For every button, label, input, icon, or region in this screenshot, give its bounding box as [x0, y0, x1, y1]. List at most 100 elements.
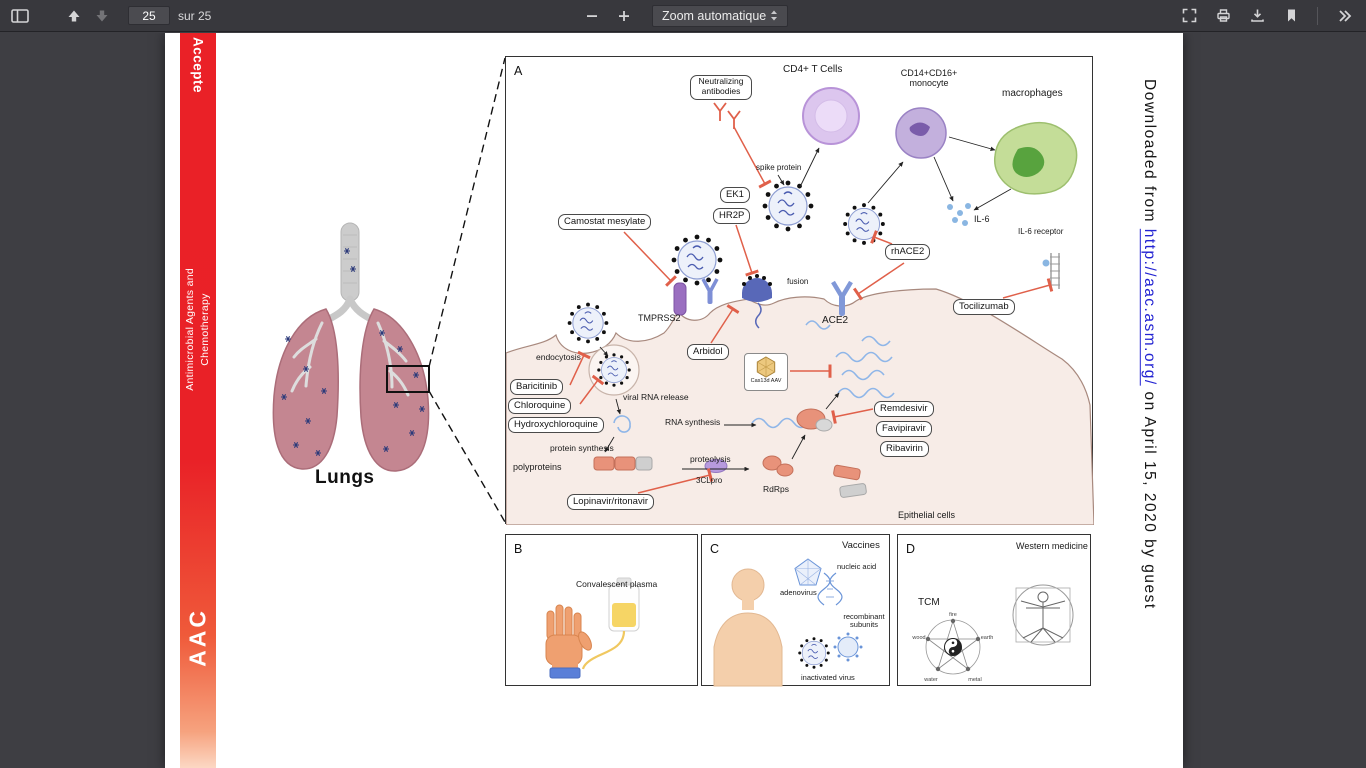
- person-torso: [713, 568, 783, 687]
- toolbar-separator: [1317, 6, 1318, 25]
- element-metal: metal: [968, 677, 981, 683]
- ace2-receptor: [831, 280, 853, 316]
- plus-icon: [619, 10, 629, 21]
- panel-b-tag: B: [514, 542, 523, 556]
- panel-a-tag: A: [514, 64, 523, 78]
- page-down-button[interactable]: [88, 3, 116, 29]
- virus-particle: [670, 233, 724, 287]
- recombinant-subunit-icon: [833, 632, 863, 662]
- zoom-select[interactable]: Zoom automatique: [652, 4, 788, 27]
- flow-arrows: [599, 136, 1012, 472]
- label-macrophages: macrophages: [1002, 88, 1063, 99]
- element-wood: wood: [911, 635, 925, 641]
- bookmark-button[interactable]: [1277, 3, 1305, 29]
- macrophage-cell: [993, 121, 1078, 195]
- label-rna-synthesis: RNA synthesis: [665, 417, 721, 427]
- drug-tocilizumab: Tocilizumab: [953, 299, 1015, 316]
- page-count-label: sur 25: [178, 8, 212, 23]
- virus-particle: [761, 179, 815, 233]
- label-endocytosis: endocytosis: [536, 352, 581, 362]
- label-3clpro: 3CLpro: [696, 476, 723, 485]
- cd4-t-cell: [802, 87, 860, 145]
- journal-name-line2: Chemotherapy: [199, 293, 211, 366]
- label-recombinant-subunits: recombinant subunits: [843, 612, 885, 630]
- panel-c-tag: C: [710, 542, 720, 556]
- arrow-down-icon: [96, 10, 108, 21]
- rdrp-subunit: [776, 463, 794, 477]
- download-button[interactable]: [1243, 3, 1271, 29]
- cas13d-aav-label: Cas13d AAV: [750, 378, 782, 384]
- label-spike-protein: spike protein: [756, 163, 802, 172]
- journal-banner: Accepte Antimicrobial Agents and Chemoth…: [180, 33, 216, 768]
- drug-hr2p: HR2P: [713, 208, 751, 225]
- zoom-out-button[interactable]: [578, 3, 606, 29]
- inhibition-lines: [569, 126, 1054, 494]
- sidebar-toggle-button[interactable]: [6, 3, 34, 29]
- drug-rhace2: rhACE2: [885, 244, 931, 261]
- zoom-select-value: Zoom automatique: [662, 8, 767, 23]
- banner-accepted-label: Accepte: [190, 37, 206, 94]
- label-vaccines: Vaccines: [842, 540, 880, 551]
- label-il6: IL-6: [974, 214, 990, 224]
- secondary-receptor: [701, 278, 719, 304]
- label-ace2: ACE2: [822, 315, 849, 326]
- label-protein-synthesis: protein synthesis: [550, 443, 614, 453]
- label-epithelial-cells: Epithelial cells: [898, 510, 956, 520]
- minus-icon: [587, 14, 597, 17]
- print-button[interactable]: [1209, 3, 1237, 29]
- double-chevron-icon: [1338, 9, 1351, 22]
- label-adenovirus: adenovirus: [780, 588, 817, 597]
- hand-drawing: [545, 604, 592, 679]
- label-il6-receptor: IL-6 receptor: [1018, 227, 1064, 236]
- fusing-virus: [742, 274, 772, 329]
- label-fusion: fusion: [787, 277, 809, 286]
- more-tools-button[interactable]: [1330, 3, 1358, 29]
- download-icon: [1250, 9, 1264, 22]
- vitruvian-man-sketch: [1012, 584, 1074, 646]
- element-earth: earth: [981, 635, 994, 641]
- presentation-mode-button[interactable]: [1175, 3, 1203, 29]
- aac-url-link[interactable]: http://aac.asm.org/: [1141, 228, 1158, 386]
- watermark-prefix: Downloaded from: [1141, 79, 1158, 229]
- lungs-drawing: [272, 222, 430, 472]
- label-cd4-t-cells: CD4+ T Cells: [783, 64, 843, 75]
- panel-d-tag: D: [906, 542, 916, 556]
- virus-particle: [567, 302, 609, 344]
- pdf-page: Accepte Antimicrobial Agents and Chemoth…: [165, 33, 1183, 768]
- il6-receptor-drawing: [1042, 253, 1060, 289]
- label-nucleic-acid: nucleic acid: [837, 562, 877, 571]
- element-water: water: [923, 677, 938, 683]
- aav-capsid-icon: [756, 356, 776, 378]
- page-up-button[interactable]: [60, 3, 88, 29]
- label-cd14-monocyte: CD14+CD16+ monocyte: [900, 68, 958, 89]
- element-fire: fire: [949, 612, 957, 618]
- tmprss2-receptor: [673, 282, 687, 316]
- label-viral-rna-release: viral RNA release: [623, 392, 689, 402]
- label-inactivated-virus: inactivated virus: [801, 673, 855, 682]
- label-tcm: TCM: [918, 597, 940, 608]
- drug-camostat-mesylate: Camostat mesylate: [558, 214, 652, 231]
- label-western-medicine: Western medicine: [1016, 541, 1088, 551]
- panel-c-drawing: [713, 558, 863, 687]
- polyprotein-chain: [593, 456, 653, 471]
- adenovirus-icon: [794, 558, 822, 586]
- pdf-toolbar: sur 25 Zoom automatique: [0, 0, 1366, 32]
- journal-name-line1: Antimicrobial Agents and: [183, 268, 196, 391]
- page-number-input[interactable]: [128, 6, 170, 25]
- watermark-suffix: on April 15, 2020 by guest: [1141, 385, 1158, 610]
- figure-panel-d: fire earth metal water wood D Western me…: [897, 534, 1091, 686]
- figure-panel-b: B Convalescent plasma: [505, 534, 698, 686]
- cas13d-aav-box: Cas13d AAV: [744, 353, 788, 391]
- zoom-region-rectangle: [386, 365, 430, 393]
- viewer-area: Accepte Antimicrobial Agents and Chemoth…: [0, 33, 1366, 768]
- label-tmprss2: TMPRSS2: [638, 313, 681, 323]
- banner-journal-name: Antimicrobial Agents and Chemotherapy: [183, 268, 213, 391]
- select-arrows-icon: [771, 10, 777, 21]
- zoom-in-button[interactable]: [610, 3, 638, 29]
- figure-panel-c: C Vaccines adenovirus nucleic acid recom…: [701, 534, 890, 687]
- drug-baricitinib: Baricitinib: [510, 379, 564, 396]
- print-icon: [1216, 9, 1230, 22]
- label-proteolysis: proteolysis: [690, 454, 731, 464]
- drug-ek1: EK1: [720, 187, 750, 204]
- drug-arbidol: Arbidol: [687, 344, 729, 361]
